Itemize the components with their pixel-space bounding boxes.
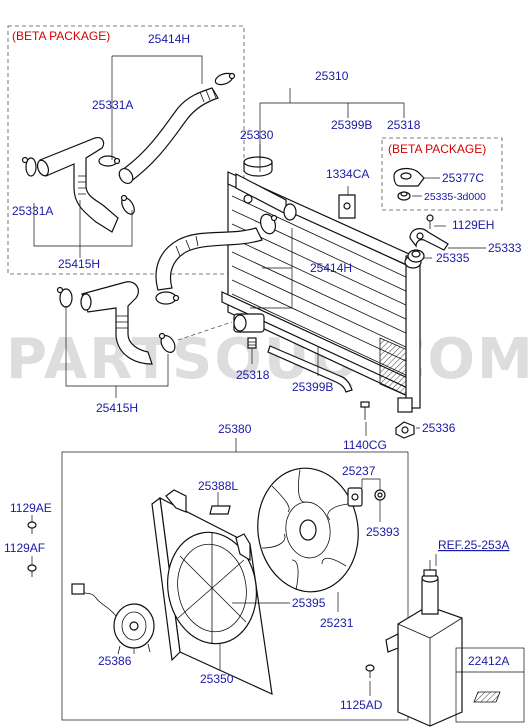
label-25318-a: 25318 — [387, 118, 421, 132]
warning-label-22412A — [473, 691, 501, 703]
label-1334CA: 1334CA — [326, 167, 369, 181]
clamp-lower-hose-left — [56, 286, 73, 308]
label-25237: 25237 — [342, 464, 376, 478]
label-25310: 25310 — [315, 69, 349, 83]
insulator-25336 — [395, 421, 415, 439]
reference-link[interactable]: REF.25-253A — [438, 538, 509, 552]
upper-tank-inlet — [235, 173, 297, 221]
screw-1129AF — [27, 564, 37, 577]
screw-1125AD — [365, 664, 375, 678]
lower-tank-outlet — [233, 313, 353, 393]
clamp-upper-hose-radiator — [259, 213, 278, 235]
drain-plug-25318 — [247, 337, 257, 349]
lower-hose-beta — [36, 137, 119, 233]
upper-hose-beta — [118, 87, 219, 185]
hose-clamp-lower-beta — [120, 194, 135, 215]
washer-25237 — [347, 487, 363, 507]
hose-clamp-left-beta — [21, 156, 37, 177]
label-25231: 25231 — [320, 616, 354, 630]
hose-clamp-top-right — [214, 72, 236, 86]
label-25414H-top: 25414H — [148, 32, 190, 46]
label-25399B-a: 25399B — [331, 118, 372, 132]
pad-25388L — [209, 505, 231, 515]
fan-shroud-25350 — [151, 489, 273, 696]
label-25380: 25380 — [218, 422, 252, 436]
label-25350: 25350 — [200, 672, 234, 686]
insulator-25335-3d000 — [397, 191, 411, 201]
fan-blade-25231 — [257, 467, 359, 593]
label-25333: 25333 — [488, 241, 522, 255]
fan-assembly-box — [61, 451, 409, 721]
label-25331A-a: 25331A — [92, 98, 133, 112]
label-25393: 25393 — [366, 525, 400, 539]
label-25318-b: 25318 — [236, 368, 270, 382]
label-1125AD: 1125AD — [340, 698, 383, 712]
clamp-lower-hose-right — [158, 332, 176, 353]
screw-1129AE — [27, 521, 37, 534]
label-25386: 25386 — [98, 654, 132, 668]
label-25388L: 25388L — [198, 479, 238, 493]
label-25336: 25336 — [422, 421, 456, 435]
hose-clamp-mid — [98, 155, 121, 167]
beta-package-box-left — [7, 25, 245, 275]
beta-package-label-right: (BETA PACKAGE) — [388, 142, 486, 156]
mounting-bracket-25333 — [409, 228, 449, 251]
hose-overflow — [423, 560, 437, 577]
label-25335: 25335 — [436, 251, 470, 265]
lower-hose-25415H — [80, 281, 153, 365]
label-25330: 25330 — [240, 128, 274, 142]
label-25414H-mid: 25414H — [310, 261, 352, 275]
nut-25393 — [374, 489, 386, 501]
radiator-cap — [243, 156, 273, 177]
fan-motor-25386 — [71, 583, 155, 655]
upper-hose-25414H — [155, 227, 263, 291]
bracket-25377C — [393, 167, 425, 187]
label-22412A: 22412A — [468, 654, 509, 668]
label-25331A-b: 25331A — [12, 204, 53, 218]
label-25335-3d000: 25335-3d000 — [424, 191, 486, 203]
bolt-1129EH — [426, 214, 434, 229]
beta-package-box-right — [381, 137, 503, 211]
label-25415H-top: 25415H — [58, 257, 100, 271]
label-box-22412A — [455, 647, 525, 723]
label-1129EH: 1129EH — [452, 218, 494, 232]
beta-package-label-left: (BETA PACKAGE) — [12, 29, 110, 43]
insulator-25335 — [407, 249, 425, 263]
label-25399B-b: 25399B — [292, 380, 333, 394]
reservoir-tank — [385, 573, 463, 727]
label-1129AF: 1129AF — [4, 541, 45, 555]
label-25395: 25395 — [292, 596, 326, 610]
watermark-text: PARTSOUQ.COM — [6, 327, 532, 392]
clamp-upper-hose-engine — [155, 291, 180, 305]
bolt-1140CG — [360, 401, 370, 420]
label-25415H-bot: 25415H — [96, 401, 138, 415]
label-1129AE: 1129AE — [10, 501, 52, 515]
bracket-1334CA — [338, 194, 356, 219]
label-25377C: 25377C — [442, 171, 484, 185]
label-1140CG: 1140CG — [343, 438, 387, 452]
